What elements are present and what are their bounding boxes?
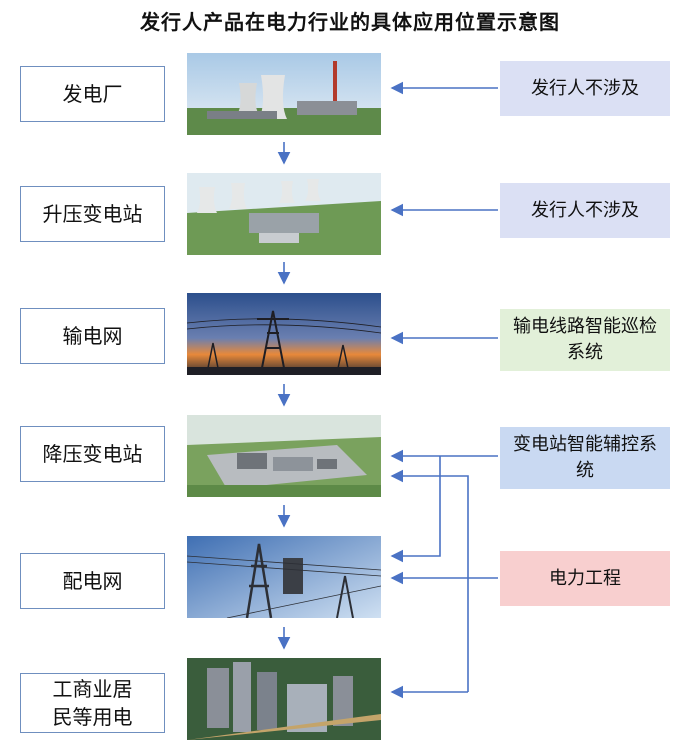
tag-not-involved-step-up: 发行人不涉及: [500, 183, 670, 238]
stage-distribution-grid: 配电网: [20, 553, 165, 609]
diagram-title: 发行人产品在电力行业的具体应用位置示意图: [140, 10, 560, 34]
tag-power-engineering: 电力工程: [500, 551, 670, 606]
tag-not-involved-power-plant: 发行人不涉及: [500, 61, 670, 116]
tag-substation-control-system: 变电站智能辅控系统: [500, 427, 670, 489]
photo-step-up-substation: [187, 173, 381, 255]
arrow-tag-5-to-substation: [390, 469, 469, 692]
stage-power-plant: 发电厂: [20, 66, 165, 122]
stage-city-consumption: 工商业居民等用电: [20, 673, 165, 733]
stage-step-up-substation: 升压变电站: [20, 186, 165, 242]
photo-step-down-substation: [187, 415, 381, 497]
tag-line-inspection-system: 输电线路智能巡检系统: [500, 309, 670, 371]
photo-distribution-grid: [187, 536, 381, 618]
photo-transmission-grid: [187, 293, 381, 375]
photo-city-consumption: [187, 658, 381, 740]
stage-transmission-grid: 输电网: [20, 308, 165, 364]
photo-power-plant: [187, 53, 381, 135]
arrow-tag-4-to-distribution: [390, 456, 441, 563]
stage-step-down-substation: 降压变电站: [20, 426, 165, 482]
